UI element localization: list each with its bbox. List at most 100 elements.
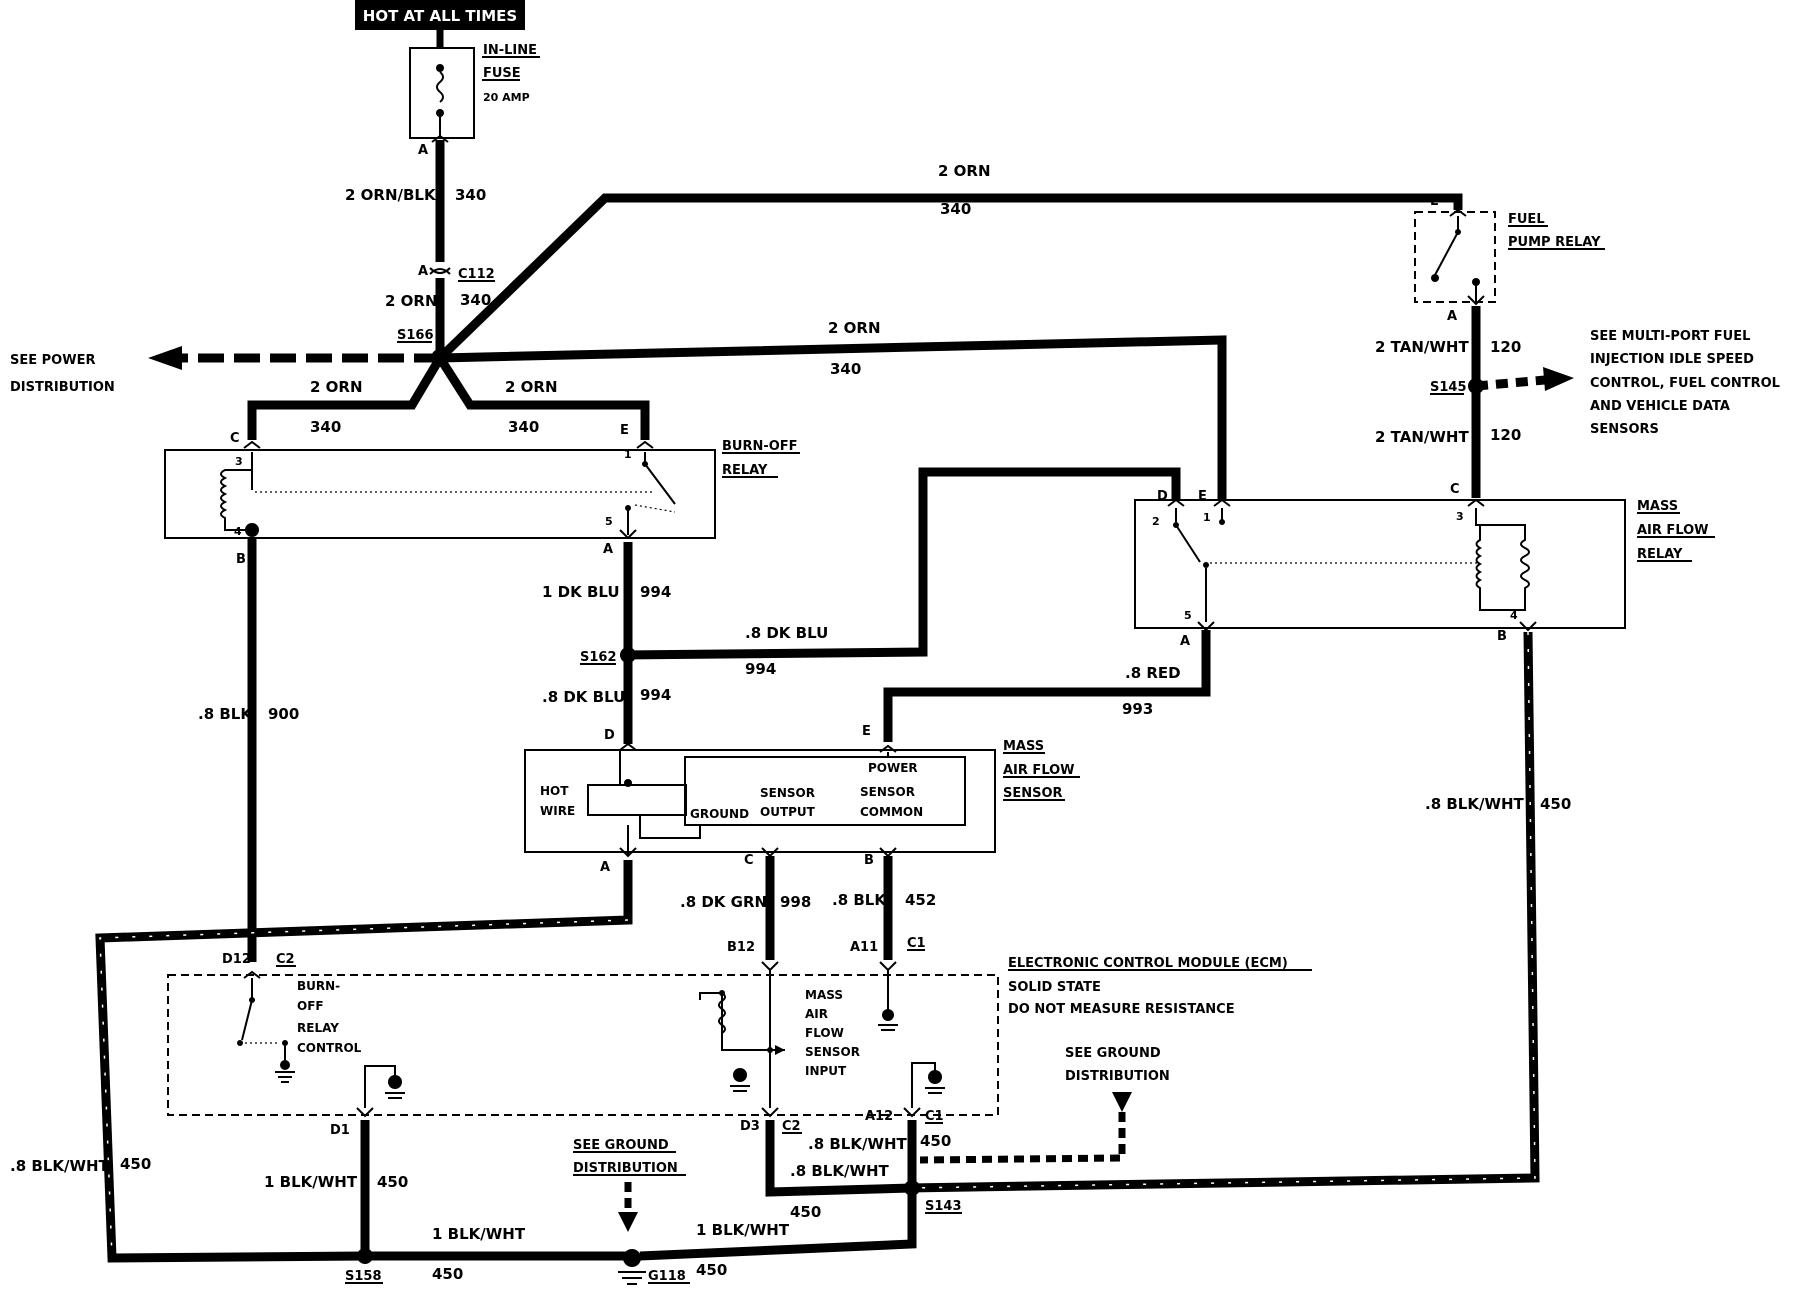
mafr-pin-2: 2	[1152, 515, 1160, 528]
s166-label: S166	[397, 328, 434, 343]
w450r-gauge: .8 BLK/WHT	[1425, 795, 1525, 813]
w120a-circuit: 120	[1490, 338, 1521, 356]
w993-gauge: .8 RED	[1125, 664, 1181, 682]
fpr-label-1: FUEL	[1508, 212, 1545, 227]
wire-450-maf-relay	[907, 631, 1540, 1193]
mafs-pin-b: B	[864, 853, 874, 868]
fpr-pin-e: E	[1430, 194, 1439, 209]
mafs-output: OUTPUT	[760, 805, 816, 819]
fuse-label-2: FUSE	[483, 66, 521, 81]
burnoff-pin-a: A	[603, 542, 613, 557]
fuse-label-1: IN-LINE	[483, 43, 537, 58]
mid-run-gauge: 2 ORN	[828, 319, 881, 337]
w120b-circuit: 120	[1490, 426, 1521, 444]
burnoff-pin-3: 3	[235, 455, 243, 468]
multiport-arrow-head	[1543, 367, 1574, 391]
fpr-pin-a: A	[1447, 309, 1457, 324]
w120b-gauge: 2 TAN/WHT	[1375, 428, 1469, 446]
right-branch-circuit: 340	[508, 418, 539, 436]
left-branch-gauge: 2 ORN	[310, 378, 363, 396]
ecm-label-2: SOLID STATE	[1008, 980, 1101, 995]
mafs-wire: WIRE	[540, 804, 575, 818]
ecm-c1-top: C1	[907, 936, 926, 951]
ecm-label-1: ELECTRONIC CONTROL MODULE (ECM)	[1008, 956, 1288, 971]
wire-340-c112-circuit: 340	[460, 291, 491, 309]
w900-circuit: 900	[268, 705, 299, 723]
s158-label: S158	[345, 1269, 382, 1284]
multiport-4: AND VEHICLE DATA	[1590, 399, 1730, 414]
ground-r-label-2: DISTRIBUTION	[1065, 1069, 1170, 1084]
multiport-1: SEE MULTI-PORT FUEL	[1590, 329, 1750, 344]
multiport-arrow	[1475, 375, 1546, 391]
hot-label-text: HOT AT ALL TIMES	[363, 7, 517, 25]
wire-340-left-branch	[247, 355, 444, 440]
fpr-label-2: PUMP RELAY	[1508, 235, 1601, 250]
wire-993	[883, 630, 1211, 742]
w450botl-circuit: 450	[432, 1265, 463, 1283]
mafr-label-2: AIR FLOW	[1637, 523, 1709, 538]
burnoff-pin-5: 5	[605, 515, 613, 528]
mafs-power: POWER	[868, 761, 918, 775]
ecm-c1-bottom: C1	[925, 1109, 944, 1124]
burnoff-pin-1: 1	[624, 448, 632, 461]
ecm-a11: A11	[850, 940, 878, 955]
w450a12-gauge: .8 BLK/WHT	[790, 1162, 890, 1180]
mafs-ground: GROUND	[690, 807, 749, 821]
wire-340-right-branch	[436, 355, 650, 440]
mafr-pin-3: 3	[1456, 510, 1464, 523]
wire-340-fuse-gauge: 2 ORN/BLK	[345, 186, 437, 204]
left-branch-circuit: 340	[310, 418, 341, 436]
burnoff-pin-c: C	[230, 431, 240, 446]
ground-r-arrow	[1112, 1092, 1132, 1112]
mafr-pin-d: D	[1157, 489, 1168, 504]
mafr-pin-1: 1	[1203, 511, 1211, 524]
w998-gauge: .8 DK GRN	[680, 893, 767, 911]
ground-c-label-1: SEE GROUND	[573, 1138, 669, 1153]
w452-circuit: 452	[905, 891, 936, 909]
mafs-sensor-1: SENSOR	[760, 786, 815, 800]
mid-run-circuit: 340	[830, 360, 861, 378]
ecm-bo-4: CONTROL	[297, 1041, 362, 1055]
w994b-gauge: .8 DK BLU	[745, 624, 828, 642]
ecm-ma-5: INPUT	[805, 1064, 847, 1078]
connector-c112: A C112	[418, 264, 495, 282]
mafr-label-1: MASS	[1637, 499, 1678, 514]
wire-340-fuse-circuit: 340	[455, 186, 486, 204]
mafs-common: COMMON	[860, 805, 923, 819]
ecm-ma-1: MASS	[805, 988, 843, 1002]
w450r-circuit: 450	[1540, 795, 1571, 813]
right-branch-gauge: 2 ORN	[505, 378, 558, 396]
multiport-2: INJECTION IDLE SPEED	[1590, 352, 1754, 367]
w450botl-gauge: 1 BLK/WHT	[432, 1225, 526, 1243]
g118-label: G118	[648, 1269, 686, 1284]
w450d3-gauge: .8 BLK/WHT	[808, 1135, 908, 1153]
fuse-pin-a: A	[418, 143, 428, 158]
electronic-control-module: D12 C2 B12 A11 C1 BURN- OFF RELAY CONTRO…	[167, 936, 1312, 1138]
power-dist-label-1: SEE POWER	[10, 353, 95, 368]
mafs-label-3: SENSOR	[1003, 786, 1063, 801]
ecm-bo-2: OFF	[297, 999, 324, 1013]
ground-r-dashed-wire	[919, 1112, 1126, 1164]
mafs-label-2: AIR FLOW	[1003, 763, 1075, 778]
fuel-pump-relay: E FUEL PUMP RELAY A	[1414, 194, 1605, 324]
mafr-pin-e: E	[1198, 489, 1207, 504]
ground-g118: G118	[618, 1249, 690, 1285]
ecm-d1: D1	[330, 1123, 350, 1138]
ecm-d12: D12	[222, 952, 251, 967]
w450left-gauge: .8 BLK/WHT	[10, 1157, 110, 1175]
s143-label: S143	[925, 1199, 962, 1214]
wire-340-to-fuel-pump-relay	[436, 193, 1463, 362]
splice-s158	[357, 1248, 373, 1264]
w452-gauge: .8 BLK	[832, 891, 887, 909]
inline-fuse: IN-LINE FUSE 20 AMP A	[409, 43, 540, 158]
top-run-circuit: 340	[940, 200, 971, 218]
mafr-pin-4: 4	[1510, 609, 1518, 622]
w450botr-circuit: 450	[696, 1261, 727, 1279]
ground-c-label-2: DISTRIBUTION	[573, 1161, 678, 1176]
w120a-gauge: 2 TAN/WHT	[1375, 338, 1469, 356]
w994b-circuit: 994	[745, 660, 776, 678]
ecm-a12: A12	[865, 1109, 893, 1124]
multiport-3: CONTROL, FUEL CONTROL	[1590, 376, 1780, 391]
s162-label: S162	[580, 650, 617, 665]
